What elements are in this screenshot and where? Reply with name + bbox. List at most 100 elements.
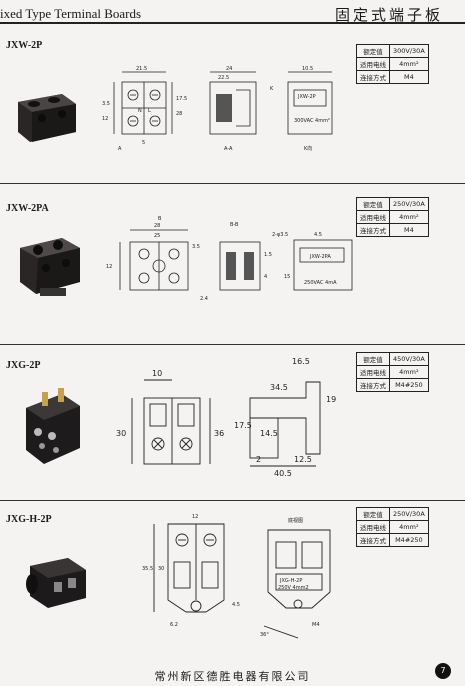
product-photo [18,94,76,142]
spec-label: 连接方式 [356,533,390,547]
dim-label: 10 [152,369,162,378]
section-divider [0,500,465,501]
dim-label: 17.5 [234,421,252,430]
technical-drawing [113,71,333,135]
technical-drawing [131,379,321,467]
spec-label: 适用电线 [356,57,390,71]
product-photo [26,388,80,464]
dim-label: 4 [264,274,267,280]
dim-label: A-A [224,146,233,152]
spec-label: 连接方式 [356,70,390,84]
dim-label: 30 [116,429,126,438]
spec-label: 连接方式 [356,378,390,392]
header-title-en: ixed Type Terminal Boards [0,6,142,21]
dim-label: 1.5 [264,252,272,258]
model-label: JXW-2PA [6,203,49,214]
spec-value: 4mm² [389,365,429,379]
dim-label: 15 [284,274,290,280]
dim-label: 2-φ3.5 [272,232,288,238]
spec-label: 额定值 [356,352,390,366]
dim-label: 36 [214,429,224,438]
drawing-dimensions: 21.5 24 10.5 22.5 3.5 17.5 28 12 5 N L A… [102,66,330,152]
label-line: JXW-2P [297,94,316,100]
model-label: JXG-2P [6,360,41,371]
spec-value: 450V/30A [389,352,429,366]
dim-label: N [138,108,142,114]
dim-label: K [270,86,274,92]
dim-label: 12 [192,514,198,520]
dim-label: 6.2 [170,622,178,628]
spec-value: M4#250 [389,378,429,392]
spec-label: 额定值 [356,44,390,58]
section-divider [0,344,465,345]
company-name: 常州新区德胜电器有限公司 [154,670,311,683]
dim-label: 底视图 [288,517,303,524]
dim-label: 28 [176,111,182,117]
dim-label: 19 [326,395,336,404]
label-line: 250V 4mm2 [278,585,309,591]
dim-label: 10.5 [302,66,313,72]
spec-value: 250V/30A [389,197,429,211]
dim-label: 2.4 [200,296,208,302]
dim-label: 2 [256,455,261,464]
product-photo [20,238,80,296]
page-number: 7 [435,663,451,679]
drawing-dimensions: 10 16.5 34.5 19 30 36 17.5 14.5 2 12.5 4… [116,357,336,478]
drawing-dimensions: 12 35.5 30 4.5 6.2 36° M4 底视图 JXG-H-2P 2… [142,514,320,638]
dim-label: 16.5 [292,357,310,366]
spec-label: 适用电线 [356,520,390,534]
dim-label: A [118,146,122,152]
technical-drawing [153,523,331,639]
dim-label: 24 [226,66,232,72]
label-line: 250VAC 4mA [304,280,337,286]
spec-value: 4mm² [389,210,429,224]
dim-label: 4.5 [314,232,322,238]
spec-value: M4 [389,70,429,84]
dim-label: 40.5 [274,469,292,478]
header-title-cn: 固定式端子板 [334,6,443,24]
spec-value: 250V/30A [389,507,429,521]
dim-label: 34.5 [270,383,288,392]
dim-label: 5 [142,140,145,146]
dim-label: 3.5 [192,244,200,250]
dim-label: 12.5 [294,455,312,464]
label-line: JXG-H-2P [279,578,302,584]
dim-label: 12 [102,116,108,122]
dim-label: 3.5 [102,101,110,107]
technical-drawing [119,229,353,291]
model-label: JXW-2P [6,40,43,51]
header-rule [0,22,465,24]
dim-label: 22.5 [218,75,229,81]
dim-label: 12 [106,264,112,270]
spec-value: 4mm² [389,57,429,71]
model-label: JXG-H-2P [6,514,52,525]
label-line: JXW-2PA [309,254,331,260]
drawing-dimensions: 28 25 12 3.5 2-φ3.5 4.5 1.5 4 15 2.4 B B… [106,216,337,302]
dim-label: 36° [260,632,269,638]
dim-label: 14.5 [260,429,278,438]
spec-value: 4mm² [389,520,429,534]
spec-label: 连接方式 [356,223,390,237]
dim-label: 30 [158,566,164,572]
spec-label: 额定值 [356,507,390,521]
spec-label: 额定值 [356,197,390,211]
dim-label: 25 [154,233,160,239]
dim-label: L [148,108,151,114]
dim-label: K向 [304,145,312,152]
dim-label: M4 [312,622,320,628]
